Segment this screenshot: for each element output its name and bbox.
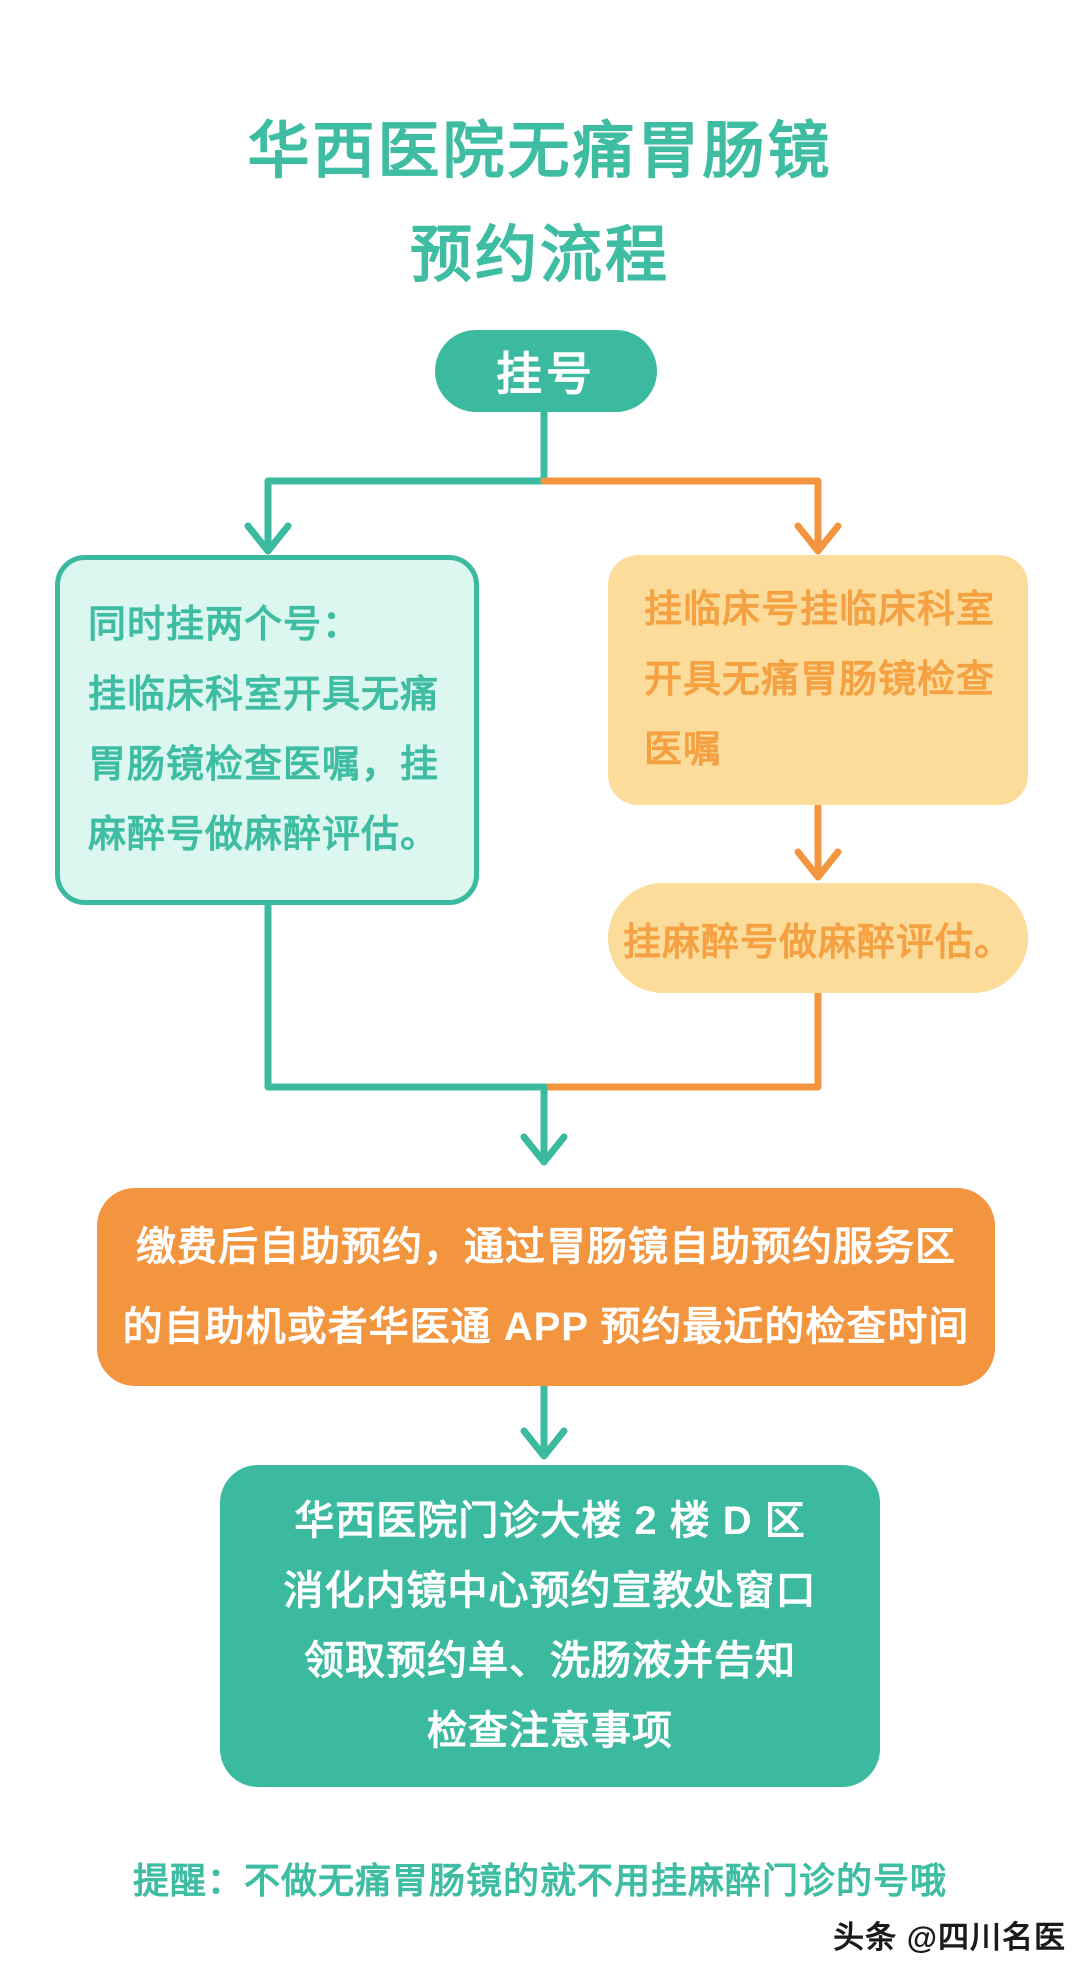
reminder-text: 提醒：不做无痛胃肠镜的就不用挂麻醉门诊的号哦	[132, 1860, 947, 1901]
pickup-window-line: 领取预约单、洗肠液并告知	[304, 1639, 796, 1683]
arrowhead-pickup	[520, 1427, 568, 1460]
both-tickets-line: 胃肠镜检查医嘱，挂	[88, 744, 440, 786]
clinical-ticket-line: 挂临床号挂临床科室	[644, 589, 996, 631]
connector-anesthesia-to-merge	[536, 988, 822, 1091]
connector-register-to-clinical-branch	[540, 477, 822, 548]
register-step-label: 挂号	[496, 348, 596, 400]
clinical-ticket-box: 挂临床号挂临床科室 开具无痛胃肠镜检查 医嘱	[608, 555, 1028, 805]
anesthesia-evaluation-pill: 挂麻醉号做麻醉评估。	[608, 883, 1028, 993]
watermark-text: 头条 @四川名医	[833, 1920, 1066, 1955]
anesthesia-evaluation-label: 挂麻醉号做麻醉评估。	[622, 921, 1013, 964]
both-tickets-option-box: 同时挂两个号： 挂临床科室开具无痛 胃肠镜检查医嘱，挂 麻醉号做麻醉评估。	[55, 555, 479, 905]
both-tickets-line: 同时挂两个号：	[88, 604, 362, 646]
arrowhead-anesthesia	[794, 848, 842, 881]
pickup-window-line: 消化内镜中心预约宣教处窗口	[283, 1569, 817, 1613]
page-title-line2: 预约流程	[409, 221, 670, 290]
pickup-window-line: 检查注意事项	[427, 1709, 673, 1753]
clinical-ticket-line: 开具无痛胃肠镜检查	[644, 659, 996, 701]
arrowhead-left-branch	[244, 522, 292, 555]
both-tickets-line: 挂临床科室开具无痛	[88, 674, 440, 716]
connector-left-to-merge	[264, 900, 548, 1159]
both-tickets-line: 麻醉号做麻醉评估。	[88, 814, 440, 856]
arrowhead-payment	[520, 1133, 568, 1166]
pickup-window-box: 华西医院门诊大楼 2 楼 D 区 消化内镜中心预约宣教处窗口 领取预约单、洗肠液…	[220, 1465, 880, 1787]
register-step-pill: 挂号	[435, 330, 657, 412]
page-title-line1: 华西医院无痛胃肠镜	[247, 117, 833, 186]
payment-selfservice-line: 缴费后自助预约，通过胃肠镜自助预约服务区	[136, 1225, 956, 1269]
pickup-window-line: 华西医院门诊大楼 2 楼 D 区	[294, 1499, 806, 1543]
clinical-ticket-line: 医嘱	[644, 729, 723, 771]
payment-selfservice-line: 的自助机或者华医通 APP 预约最近的检查时间	[122, 1305, 970, 1349]
connector-register-to-left-branch	[264, 406, 548, 548]
arrowhead-clinical-branch	[794, 522, 842, 555]
payment-selfservice-box: 缴费后自助预约，通过胃肠镜自助预约服务区 的自助机或者华医通 APP 预约最近的…	[97, 1188, 995, 1386]
